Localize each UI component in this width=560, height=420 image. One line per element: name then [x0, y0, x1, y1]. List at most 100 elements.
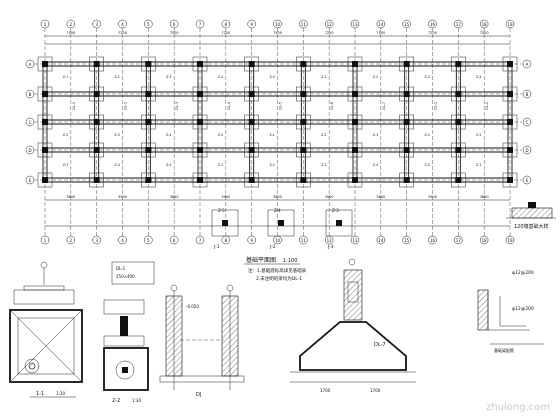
rebar-label-2: φ12@200	[512, 306, 534, 312]
rebar-label-1: φ12@200	[512, 270, 534, 276]
axis-label: 7	[199, 238, 202, 243]
axis-label: 18	[482, 22, 488, 27]
column	[403, 147, 410, 153]
row-axis-bubble	[522, 89, 532, 99]
row-axis-bubble	[522, 145, 532, 155]
column	[42, 177, 48, 183]
row-axis-label: C	[526, 120, 529, 125]
footing-outline	[399, 172, 414, 188]
beam-label: DL-3	[175, 102, 179, 110]
svg-text:250×400: 250×400	[116, 274, 135, 279]
footing-outline	[451, 172, 466, 188]
column	[248, 119, 255, 125]
svg-text:Z-5: Z-5	[218, 208, 225, 213]
footing-outline	[296, 142, 311, 158]
axis-label: 17	[456, 238, 462, 243]
footing-outline	[141, 142, 156, 158]
axis-label: 13	[352, 238, 358, 243]
axis-label: 15	[404, 22, 410, 27]
row-axis-label: D	[28, 148, 31, 153]
svg-text:基础梁配筋: 基础梁配筋	[494, 347, 514, 353]
footing-outline	[296, 56, 311, 72]
footing-outline	[347, 86, 363, 102]
column	[403, 119, 410, 125]
footing-outline	[89, 86, 104, 102]
axis-label: 8	[225, 22, 228, 27]
footing-outline	[502, 56, 518, 72]
wall-footing-detail: 120墙基础大样	[506, 202, 556, 230]
footing-outline	[192, 172, 208, 188]
column	[455, 61, 462, 67]
svg-text:J-2: J-2	[269, 244, 276, 250]
column	[352, 147, 358, 153]
footing-label: Z-1	[218, 163, 223, 167]
row-axis-label: E	[526, 178, 529, 183]
footing-outline	[296, 86, 311, 102]
watermark: zhulong.com	[486, 402, 550, 413]
footing-outline	[89, 172, 104, 188]
footing-label: Z-1	[476, 163, 481, 167]
footing-label: Z-2	[373, 75, 378, 79]
footing-outline	[347, 56, 363, 72]
rebar-detail: φ12@200 φ12@200 基础梁配筋	[477, 270, 544, 353]
footing-label: Z-2	[321, 133, 326, 137]
footing-outline	[451, 114, 466, 130]
column	[507, 177, 513, 183]
dimension-value: 7500	[170, 31, 179, 35]
footing-outline	[89, 114, 104, 130]
footing-label: Z-1	[321, 75, 326, 79]
footing-outline	[141, 114, 156, 130]
footing-outline	[502, 86, 518, 102]
axis-label: 13	[352, 22, 358, 27]
footing-outline	[399, 114, 414, 130]
column	[93, 91, 100, 97]
dimension-value: 7500	[273, 31, 282, 35]
axis-label: 18	[482, 238, 488, 243]
axis-label: 8	[225, 238, 228, 243]
footing-outline	[347, 142, 363, 158]
plan-note-1: 注：1.基础底标高详见基础表	[248, 267, 307, 274]
footing-label: Z-4	[166, 133, 171, 137]
axis-label: 11	[301, 22, 307, 27]
row-axis-label: A	[526, 62, 529, 67]
footing-outline	[296, 172, 311, 188]
dimension-value: 7200	[428, 31, 437, 35]
plan-labels: DL-1Z-1Z-2Z-3DL-2Z-2Z-3Z-4DL-3Z-3Z-4Z-5D…	[63, 75, 489, 167]
svg-text:1700: 1700	[370, 388, 381, 393]
axis-label: 10	[275, 22, 281, 27]
footing-outline	[141, 172, 156, 188]
svg-text:1700: 1700	[320, 388, 331, 393]
beam-label: DL-6	[330, 102, 334, 110]
column	[300, 147, 307, 153]
footing-detail-j1: Z-5 J-1	[211, 208, 239, 250]
footing-outline	[399, 56, 414, 72]
section-scale-1: 1:30	[56, 391, 65, 396]
column	[145, 147, 152, 153]
axis-label: 14	[378, 22, 384, 27]
column	[507, 119, 513, 125]
axis-label: 10	[275, 238, 281, 243]
column-footings	[37, 56, 518, 188]
axis-label: 12	[327, 22, 333, 27]
footing-outline	[244, 142, 259, 158]
section-scale-2: 1:30	[132, 398, 141, 403]
dj-elevation-detail: -0.050 DJ	[159, 284, 245, 398]
axis-label: 7	[199, 22, 202, 27]
column	[248, 177, 255, 183]
column	[507, 147, 513, 153]
section-label-1: 1-1	[36, 391, 44, 397]
beam-label: DL-5	[279, 102, 283, 110]
axis-label: 3	[95, 22, 98, 27]
column	[197, 177, 203, 183]
column	[145, 91, 152, 97]
axis-label: 5	[147, 238, 150, 243]
section-label-4: DL-7	[374, 342, 386, 348]
axis-label: 1	[44, 238, 47, 243]
wall-footing-title: 120墙基础大样	[514, 223, 549, 230]
column	[300, 91, 307, 97]
footing-label: Z-1	[63, 75, 68, 79]
svg-text:Z-3: Z-3	[332, 208, 339, 213]
footing-outline	[296, 114, 311, 130]
